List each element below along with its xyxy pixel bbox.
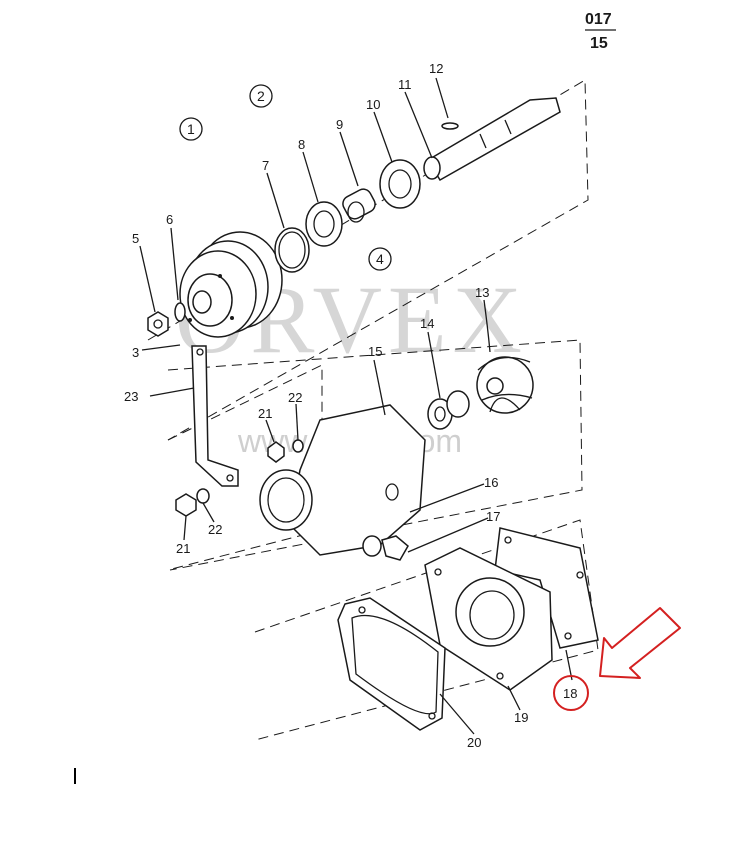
part-label-10: 10 <box>366 97 380 112</box>
part-label-7: 7 <box>262 158 269 173</box>
part-label-22-upper: 22 <box>288 390 302 405</box>
pulley-drawing <box>179 231 283 338</box>
part-label-3: 3 <box>132 345 139 360</box>
part-label-20: 20 <box>467 735 481 750</box>
gasket-20-drawing <box>337 597 446 731</box>
shaft-key-drawing <box>441 122 459 130</box>
text-cursor <box>74 768 76 784</box>
part-label-22-lower: 22 <box>208 522 222 537</box>
part-label-21-lower: 21 <box>176 541 190 556</box>
svg-text:1: 1 <box>187 121 195 137</box>
highlight-arrow-icon <box>599 607 681 679</box>
part-label-23: 23 <box>124 389 138 404</box>
circlip-drawing <box>274 227 310 273</box>
bearing-drawing <box>305 201 343 247</box>
page-reference: 017 15 <box>585 11 616 52</box>
nut-washer-upper-drawing <box>267 439 304 463</box>
part-label-12: 12 <box>429 61 443 76</box>
svg-text:4: 4 <box>376 251 384 267</box>
group-marker-1: 1 <box>179 117 203 141</box>
nut-drawing <box>147 311 169 337</box>
highlight-part-18: 18 <box>553 607 681 711</box>
bearing-2-drawing <box>379 159 421 209</box>
cover-19-drawing <box>424 547 553 691</box>
part-label-11: 11 <box>398 77 412 92</box>
part-label-9: 9 <box>336 117 343 132</box>
plug-drawing <box>381 535 409 561</box>
oring-drawing <box>362 535 382 557</box>
group-marker-2: 2 <box>249 84 273 108</box>
group-marker-4: 4 <box>368 247 392 271</box>
part-label-14: 14 <box>420 316 434 331</box>
svg-text:2: 2 <box>257 88 265 104</box>
shaft-drawing <box>423 97 561 182</box>
part-label-17: 17 <box>486 509 500 524</box>
seal-drawing <box>427 390 470 430</box>
part-label-15: 15 <box>368 344 382 359</box>
reference-bottom: 15 <box>590 35 608 52</box>
part-label-21-upper: 21 <box>258 406 272 421</box>
key-washer-drawing <box>174 302 186 322</box>
spacer-drawing <box>342 188 376 223</box>
reference-top: 017 <box>585 11 612 28</box>
nut-washer-lower-drawing <box>175 488 210 517</box>
part-label-8: 8 <box>298 137 305 152</box>
part-label-19: 19 <box>514 710 528 725</box>
leader-lines <box>139 77 573 735</box>
highlight-circle <box>553 675 589 711</box>
strap-drawing <box>191 345 239 487</box>
part-label-13: 13 <box>475 285 489 300</box>
part-label-16: 16 <box>484 475 498 490</box>
pump-body-drawing <box>259 404 426 556</box>
part-label-5: 5 <box>132 231 139 246</box>
part-label-18: 18 <box>563 686 577 701</box>
impeller-drawing <box>476 356 534 414</box>
part-label-6: 6 <box>166 212 173 227</box>
